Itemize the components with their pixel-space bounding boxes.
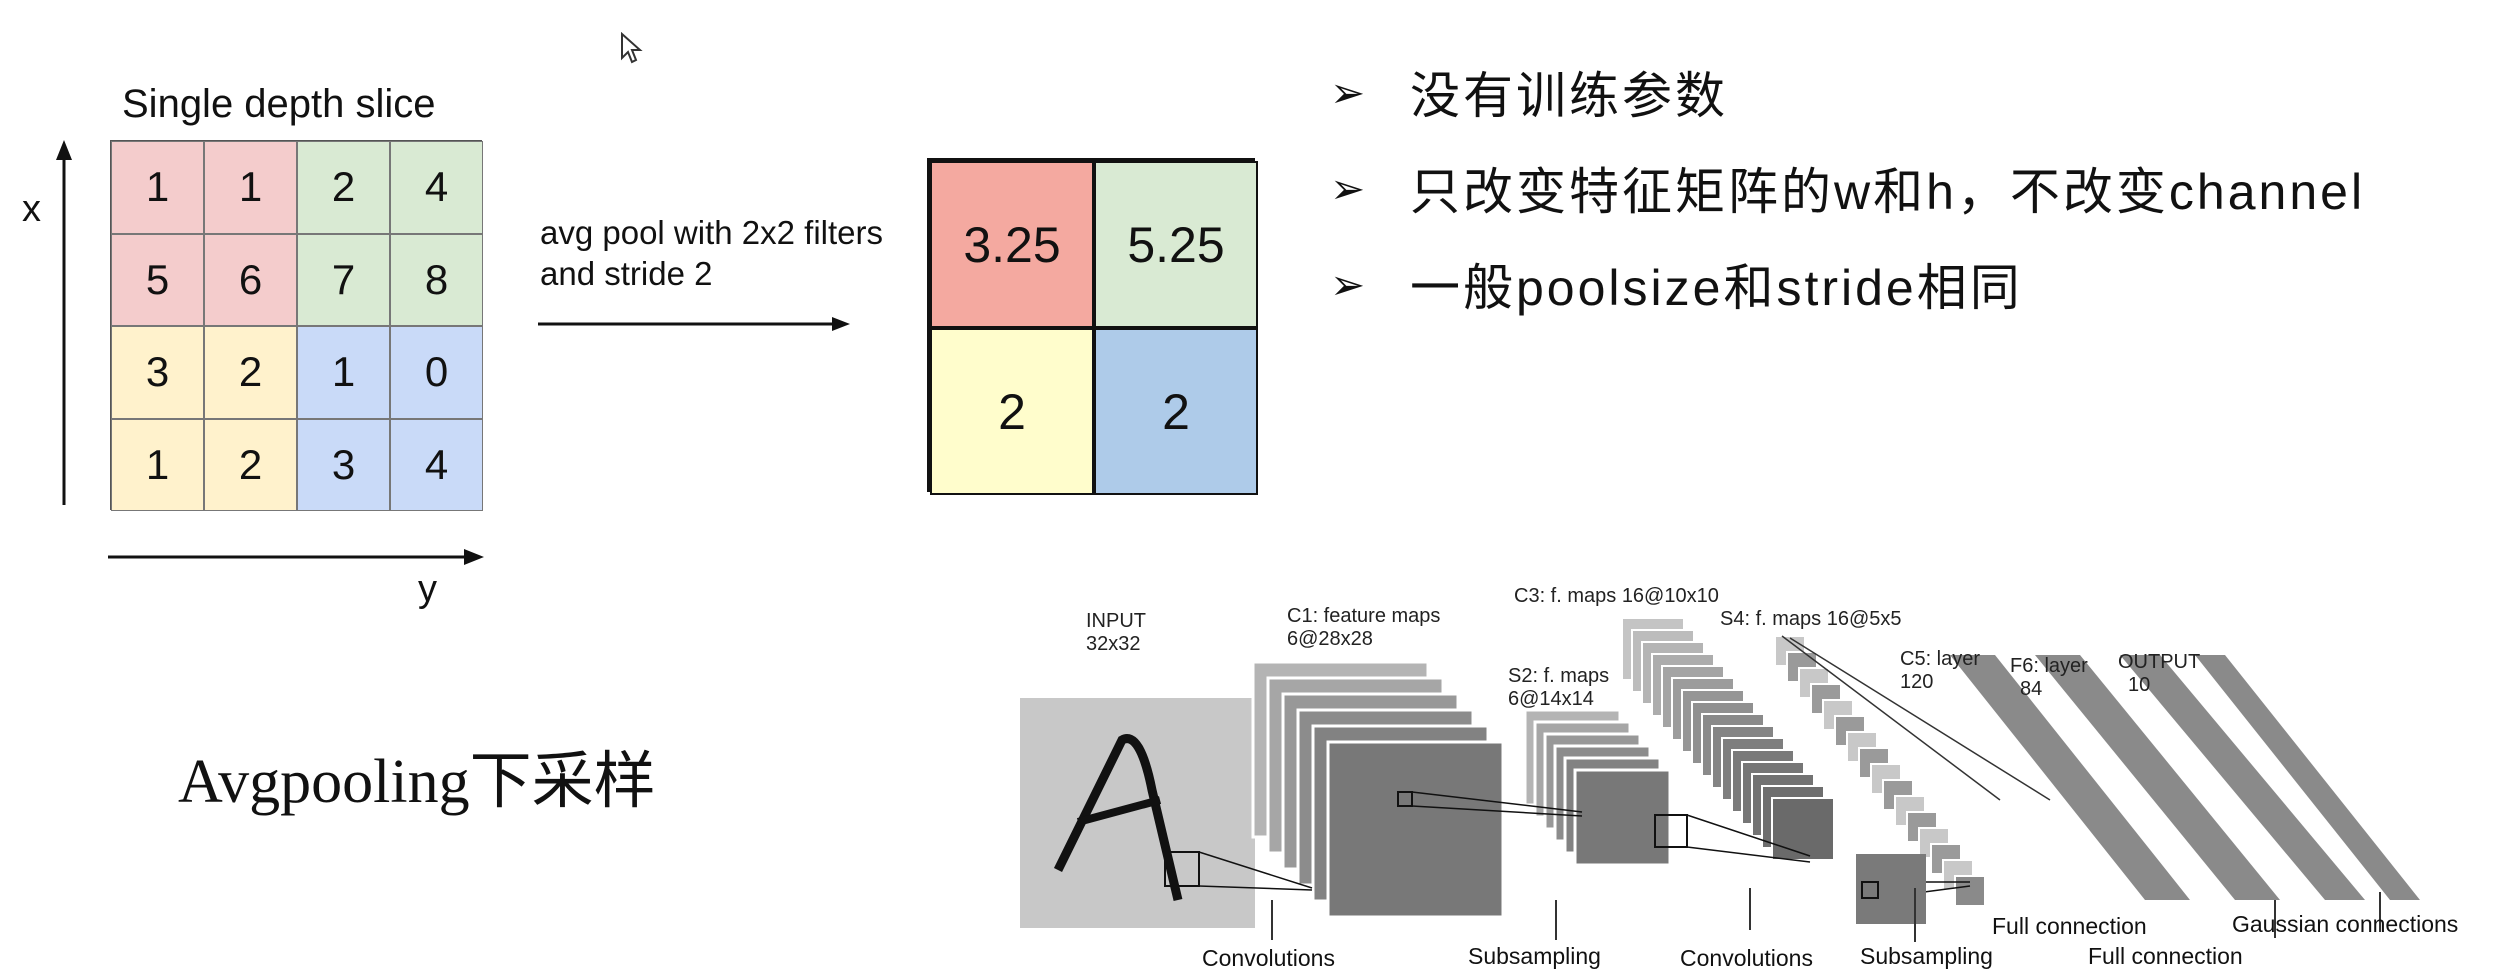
input-cell: 0: [390, 326, 483, 419]
s2-feature-maps: [1523, 708, 1688, 867]
input-letter-a: [1053, 734, 1183, 902]
output-cell: 2: [930, 328, 1094, 495]
lenet-architecture-diagram: INPUT 32x32 C1: feature maps 6@28x28 S2:…: [1020, 585, 2458, 970]
s4-label: S4: f. maps 16@5x5: [1720, 608, 1902, 630]
fully-connected-bands: [1950, 655, 2420, 900]
bullet-text: 没有训练参数: [1410, 68, 1728, 124]
op-subsampling-1: Subsampling: [1468, 943, 1601, 969]
input-cell: 1: [297, 326, 390, 419]
input-cell: 8: [390, 233, 483, 326]
slice-title: Single depth slice: [122, 82, 436, 126]
input-cell: 7: [297, 233, 390, 326]
c3-feature-maps: [1621, 617, 1879, 899]
bullet-text: 一般poolsize和stride相同: [1410, 260, 2023, 316]
op-convolutions-1: Convolutions: [1202, 945, 1335, 970]
axis-arrows: [56, 140, 484, 565]
input-cell: 2: [204, 418, 297, 511]
input-cell: 1: [111, 141, 204, 234]
input-cell: 1: [111, 418, 204, 511]
y-axis-label: y: [418, 568, 437, 610]
output-label: OUTPUT: [2118, 651, 2200, 673]
output-cell: 2: [1094, 328, 1258, 495]
input-size: 32x32: [1086, 633, 1141, 655]
input-label: INPUT: [1086, 610, 1146, 632]
input-cell: 2: [204, 326, 297, 419]
s2-label: S2: f. maps: [1508, 665, 1609, 687]
input-cell: 6: [204, 233, 297, 326]
op-full-connection-2: Full connection: [2088, 943, 2243, 969]
pool-caption-line2: and stride 2: [540, 255, 713, 292]
pool-caption: avg pool with 2x2 filters and stride 2: [540, 212, 883, 294]
arrowhead-bullet-icon: ➢: [1330, 260, 1369, 308]
bullet-item: ➢ 一般poolsize和stride相同: [1330, 236, 2365, 332]
s4-feature-maps: [1774, 635, 1986, 907]
op-gaussian-connections: Gaussian connections: [2232, 911, 2458, 937]
output-size: 10: [2128, 674, 2150, 696]
c1-feature-maps: [1251, 660, 1505, 919]
input-cell: 1: [204, 141, 297, 234]
input-cell: 3: [297, 418, 390, 511]
input-cell: 5: [111, 233, 204, 326]
input-cell: 4: [390, 418, 483, 511]
bullet-item: ➢ 只改变特征矩阵的w和h，不改变channel: [1330, 140, 2365, 236]
arrowhead-bullet-icon: ➢: [1330, 68, 1369, 116]
op-subsampling-2: Subsampling: [1860, 943, 1993, 969]
input-cell: 2: [297, 141, 390, 234]
input-cell: 4: [390, 141, 483, 234]
op-full-connection-1: Full connection: [1992, 913, 2147, 939]
f6-size: 84: [2020, 678, 2042, 700]
op-convolutions-2: Convolutions: [1680, 945, 1813, 970]
c5-size: 120: [1900, 671, 1933, 693]
s2-size: 6@14x14: [1508, 688, 1594, 710]
output-cell: 5.25: [1094, 161, 1258, 328]
bullet-text: 只改变特征矩阵的w和h，不改变channel: [1410, 164, 2366, 220]
avgpooling-title: Avgpooling下采样: [178, 748, 656, 816]
pool-arrow-icon: [538, 317, 850, 331]
f6-label: F6: layer: [2010, 655, 2088, 677]
c5-label: C5: layer: [1900, 648, 1980, 670]
x-axis-label: x: [22, 188, 41, 230]
input-cell: 3: [111, 326, 204, 419]
cursor-icon: [621, 32, 643, 64]
c3-label: C3: f. maps 16@10x10: [1514, 585, 1719, 607]
c1-label: C1: feature maps: [1287, 605, 1440, 627]
input-plane: [1020, 698, 1255, 928]
bullet-item: ➢ 没有训练参数: [1330, 44, 2365, 140]
output-cell: 3.25: [930, 161, 1094, 328]
arrowhead-bullet-icon: ➢: [1330, 164, 1369, 212]
c1-size: 6@28x28: [1287, 628, 1373, 650]
pool-caption-line1: avg pool with 2x2 filters: [540, 214, 884, 251]
bullet-list: ➢ 没有训练参数 ➢ 只改变特征矩阵的w和h，不改变channel ➢ 一般pools…: [1330, 44, 2365, 332]
